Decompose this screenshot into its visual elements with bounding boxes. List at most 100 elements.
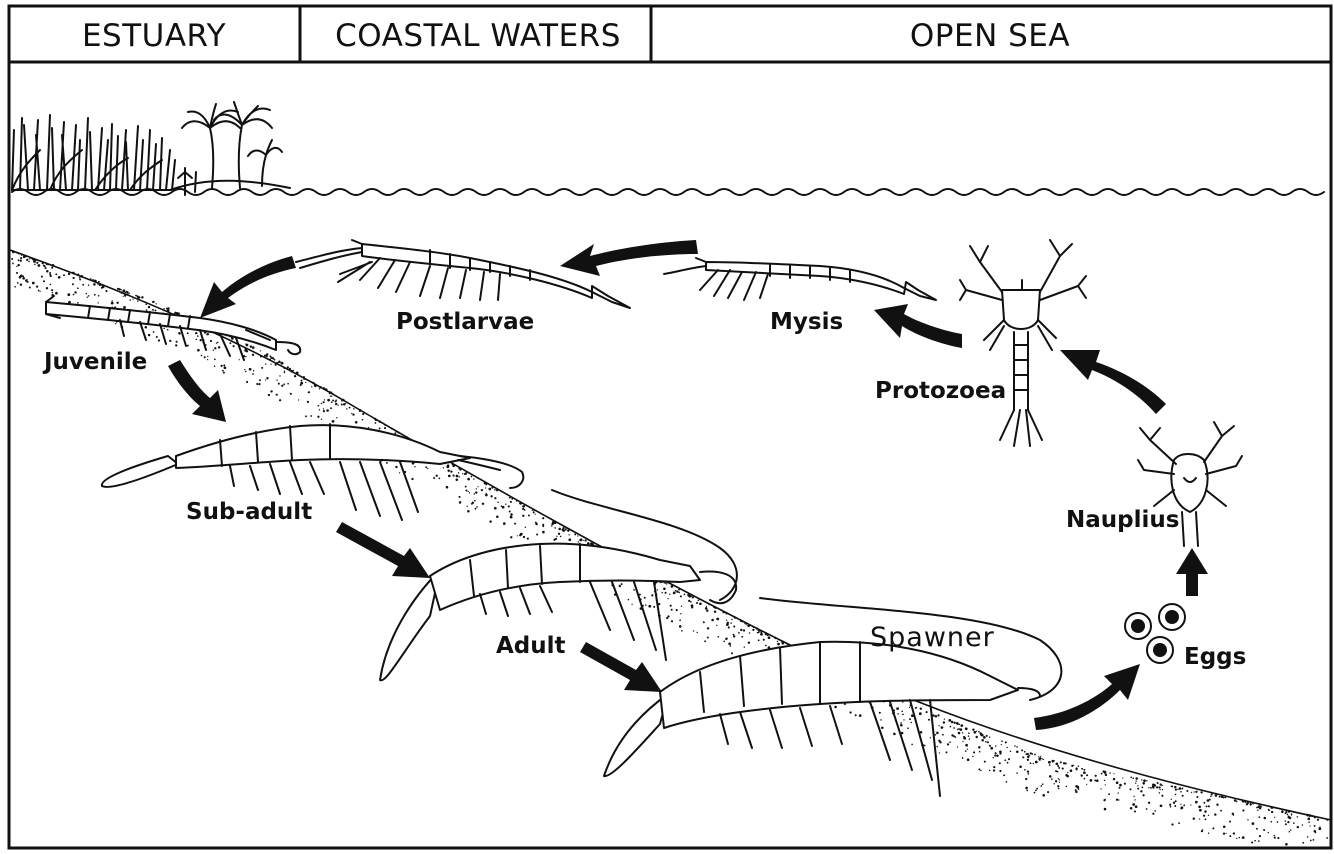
sediment-dot <box>943 721 945 723</box>
sediment-dot <box>21 255 22 256</box>
sediment-dot <box>859 714 862 717</box>
sediment-dot <box>279 399 281 401</box>
sediment-dot <box>1289 831 1291 833</box>
sediment-dot <box>503 522 506 525</box>
sediment-dot <box>218 346 220 348</box>
sediment-dot <box>331 396 332 397</box>
sediment-dot <box>1183 804 1185 806</box>
sediment-dot <box>993 757 994 758</box>
sediment-dot <box>284 372 285 373</box>
zone-coastal-label: COASTAL WATERS <box>335 18 621 54</box>
sediment-dot <box>63 274 65 276</box>
sediment-dot <box>141 296 143 298</box>
sediment-dot <box>558 528 561 531</box>
sediment-dot <box>1270 807 1272 809</box>
sediment-dot <box>670 605 672 607</box>
sediment-dot <box>283 367 285 369</box>
sediment-dot <box>362 413 364 415</box>
sediment-dot <box>274 359 276 361</box>
sediment-dot <box>414 466 415 467</box>
sediment-dot <box>469 492 470 493</box>
sediment-dot <box>1086 784 1087 785</box>
sediment-dot <box>167 307 169 309</box>
sediment-dot <box>745 624 746 625</box>
sediment-dot <box>427 468 428 469</box>
sediment-dot <box>1285 820 1287 822</box>
sediment-dot <box>879 712 881 714</box>
sediment-dot <box>395 431 396 432</box>
sediment-dot <box>1229 835 1231 837</box>
sediment-dot <box>760 633 763 636</box>
sediment-dot <box>1119 787 1121 789</box>
sediment-dot <box>1159 789 1160 790</box>
sediment-dot <box>1310 840 1312 842</box>
sediment-dot <box>1175 789 1177 791</box>
sediment-dot <box>768 634 769 635</box>
sediment-dot <box>341 403 343 405</box>
sediment-dot <box>323 410 325 412</box>
sediment-dot <box>436 475 438 477</box>
sediment-dot <box>564 528 566 530</box>
sediment-dot <box>1242 809 1244 811</box>
sediment-dot <box>1004 759 1006 761</box>
sediment-dot <box>1302 842 1304 844</box>
sediment-dot <box>126 294 128 296</box>
sediment-dot <box>954 722 956 724</box>
sediment-dot <box>733 625 735 627</box>
sediment-dot <box>278 383 280 385</box>
sediment-dot <box>98 281 100 283</box>
sediment-dot <box>1063 762 1065 764</box>
sediment-dot <box>496 489 498 491</box>
label-adult: Adult <box>496 633 566 659</box>
sediment-dot <box>1024 769 1026 771</box>
sediment-dot <box>244 369 245 370</box>
sediment-dot <box>249 368 252 371</box>
sediment-dot <box>156 303 157 304</box>
sediment-dot <box>278 361 281 364</box>
sediment-dot <box>1285 843 1288 846</box>
sediment-dot <box>510 501 512 503</box>
sediment-dot <box>178 332 181 335</box>
sediment-dot <box>24 255 27 258</box>
sediment-dot <box>930 737 931 738</box>
sediment-dot <box>1254 840 1256 842</box>
sediment-dot <box>1271 811 1273 813</box>
sediment-dot <box>1173 802 1175 804</box>
sediment-dot <box>676 609 678 611</box>
sediment-dot <box>67 293 70 296</box>
sediment-dot <box>1208 815 1209 816</box>
sediment-dot <box>1043 759 1044 760</box>
sediment-dot <box>38 264 41 267</box>
sediment-dot <box>123 296 124 297</box>
sediment-dot <box>756 627 758 629</box>
sediment-dot <box>169 340 171 342</box>
sediment-dot <box>757 630 758 631</box>
sediment-dot <box>915 707 917 709</box>
sediment-dot <box>1042 794 1045 797</box>
sediment-dot <box>1268 832 1269 833</box>
sediment-dot <box>989 745 991 747</box>
sediment-dot <box>986 735 988 737</box>
sediment-dot <box>1030 752 1032 754</box>
sediment-dot <box>323 401 325 403</box>
sediment-dot <box>664 582 665 583</box>
sediment-dot <box>17 282 19 284</box>
sediment-dot <box>939 752 940 753</box>
sediment-dot <box>1247 819 1248 820</box>
sediment-dot <box>505 504 506 505</box>
sediment-dot <box>476 488 477 489</box>
sediment-dot <box>1142 782 1145 785</box>
sediment-dot <box>265 363 266 364</box>
sediment-dot <box>748 641 750 643</box>
sediment-dot <box>246 381 248 383</box>
sediment-dot <box>619 585 621 587</box>
sediment-dot <box>744 623 745 624</box>
sediment-dot <box>1186 790 1188 792</box>
sediment-dot <box>1258 840 1260 842</box>
sediment-dot <box>968 732 970 734</box>
sediment-dot <box>989 736 990 737</box>
sediment-dot <box>1130 776 1132 778</box>
sediment-dot <box>1060 761 1062 763</box>
sediment-dot <box>207 359 208 360</box>
label-sub-adult: Sub-adult <box>186 499 312 525</box>
